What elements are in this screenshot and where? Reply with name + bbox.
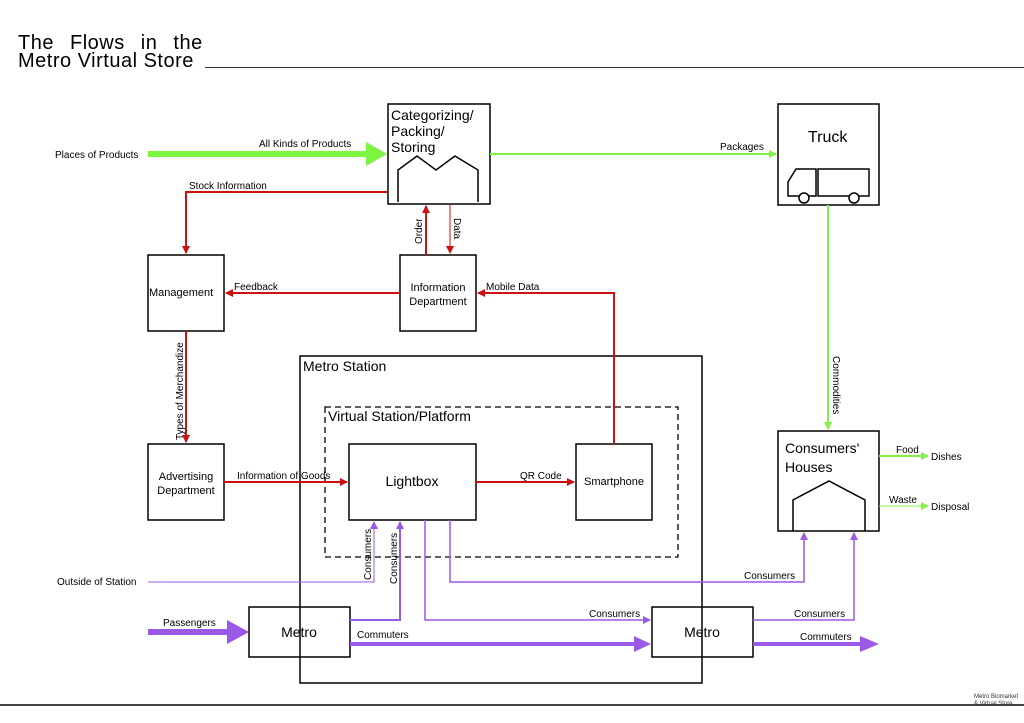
virtual-station-label: Virtual Station/Platform <box>328 408 471 424</box>
lightbox-label: Lightbox <box>386 473 439 489</box>
metro-left-label: Metro <box>281 624 317 640</box>
label-commodities: Commodities <box>830 356 841 414</box>
label-stock-information: Stock Information <box>189 181 267 192</box>
label-information-of-goods: Information of Goods <box>237 471 330 482</box>
footer-line-2: & Virtual Store <box>973 701 1013 707</box>
categorizing-label-1: Categorizing/ <box>391 107 474 123</box>
arrow-stock-information <box>182 191 388 254</box>
page-title-line-2: Metro Virtual Store <box>18 50 194 72</box>
arrow-all-kinds-of-products <box>148 142 387 166</box>
label-consumers-mid: Consumers <box>589 609 640 620</box>
arrow-lightbox-to-metro-right <box>424 520 651 624</box>
label-dishes: Dishes <box>931 452 962 463</box>
label-mobile-data: Mobile Data <box>486 282 540 293</box>
label-places-of-products: Places of Products <box>55 150 138 161</box>
metro-right-box <box>651 606 754 658</box>
metro-station-box <box>299 355 703 684</box>
label-commuters-mid: Commuters <box>357 630 409 641</box>
truck-icon <box>787 168 870 204</box>
arrow-lightbox-to-houses <box>449 520 808 583</box>
label-all-kinds-of-products: All Kinds of Products <box>259 139 351 150</box>
categorizing-label-3: Storing <box>391 139 435 155</box>
footer-line-1: Metro Biomarket <box>973 694 1018 700</box>
label-consumers-vertical-1: Consumers <box>363 529 374 580</box>
arrow-commuters-mid <box>350 636 651 652</box>
label-order: Order <box>414 218 425 244</box>
arrow-mobile-data <box>477 289 615 444</box>
smartphone-label: Smartphone <box>584 476 644 488</box>
label-consumers-right: Consumers <box>794 609 845 620</box>
arrow-outside-of-station <box>148 521 378 583</box>
label-outside-of-station: Outside of Station <box>57 577 137 588</box>
metro-right-label: Metro <box>684 624 720 640</box>
title-rule <box>205 67 1024 68</box>
label-passengers: Passengers <box>163 618 216 629</box>
label-feedback: Feedback <box>234 282 279 293</box>
truck-label: Truck <box>808 129 848 146</box>
advertising-department-label-2: Department <box>157 485 214 497</box>
truck-box <box>777 103 880 206</box>
arrow-metro-right-to-houses <box>753 532 858 621</box>
consumers-houses-box <box>777 430 880 532</box>
arrow-passengers <box>148 620 249 644</box>
label-data: Data <box>451 218 462 240</box>
footer-rule <box>0 704 1024 706</box>
information-department-label-1: Information <box>410 282 465 294</box>
label-food: Food <box>896 445 919 456</box>
arrow-metro-to-lightbox <box>350 521 404 621</box>
consumers-houses-label-1: Consumers' <box>785 440 859 456</box>
advertising-department-label-1: Advertising <box>159 471 213 483</box>
label-commuters-right: Commuters <box>800 632 852 643</box>
label-disposal: Disposal <box>931 502 969 513</box>
consumers-houses-label-2: Houses <box>785 459 832 475</box>
label-packages: Packages <box>720 142 764 153</box>
label-qr-code: QR Code <box>520 471 562 482</box>
metro-station-label: Metro Station <box>303 358 386 374</box>
page-title-line-1: The Flows in the <box>18 32 203 54</box>
label-waste: Waste <box>889 495 917 506</box>
information-department-label-2: Department <box>409 296 466 308</box>
warehouse-icon <box>397 155 479 202</box>
house-icon <box>792 480 866 531</box>
footer-caption: Metro Biomarket & Virtual Store <box>974 694 1018 708</box>
label-consumers-vertical-2: Consumers <box>389 533 400 584</box>
label-consumers-to-houses: Consumers <box>744 571 795 582</box>
label-types-of-merchandize: Types of Merchandize <box>175 342 186 440</box>
arrow-commuters-right <box>753 636 879 652</box>
categorizing-label-2: Packing/ <box>391 123 445 139</box>
management-label: Management <box>149 287 213 299</box>
